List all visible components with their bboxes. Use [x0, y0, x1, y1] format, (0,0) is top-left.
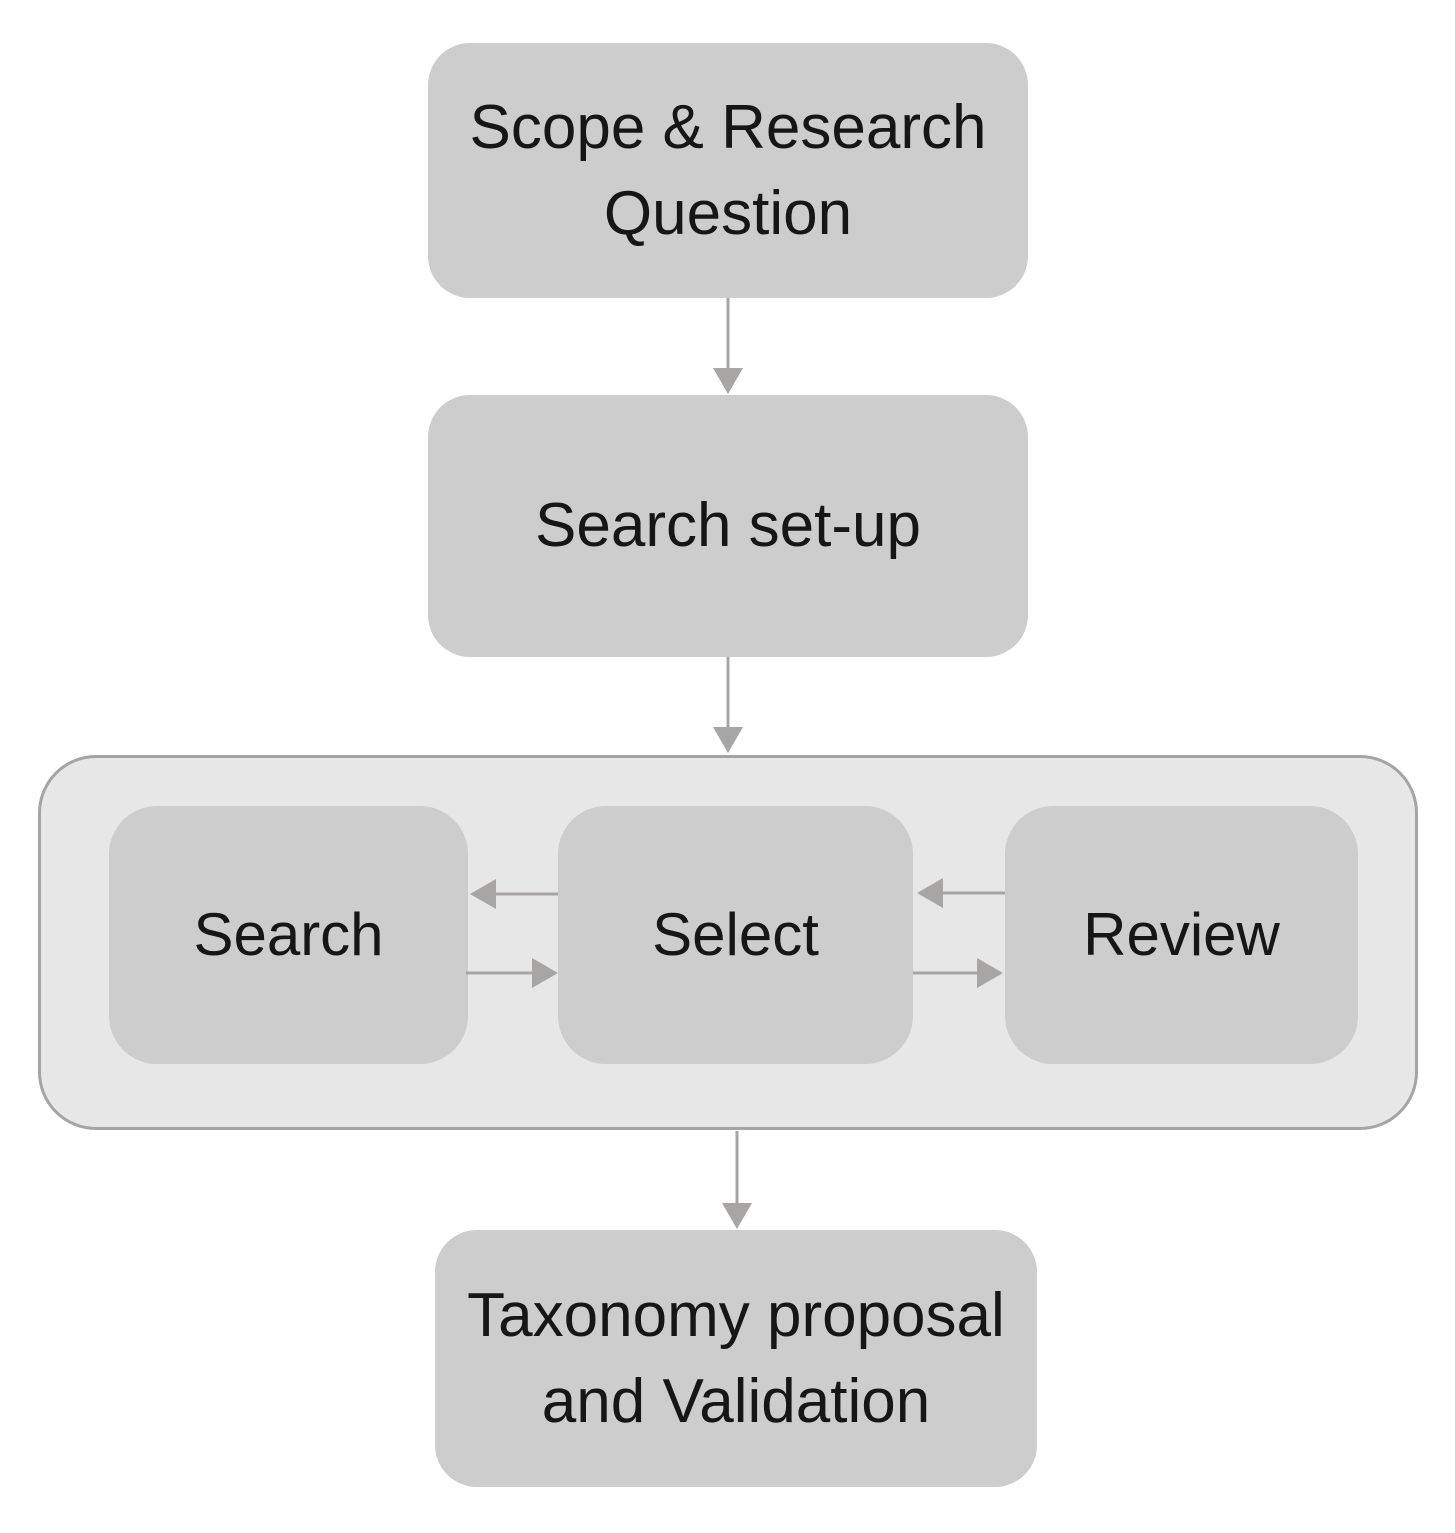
- node-select: Select: [558, 806, 913, 1064]
- node-label-line: Question: [603, 178, 853, 248]
- node-label-line: and Validation: [541, 1366, 931, 1436]
- node-label-line: Taxonomy proposal: [467, 1280, 1005, 1350]
- node-search-setup: Search set-up: [428, 395, 1028, 657]
- node-label: Review: [1083, 901, 1280, 968]
- node-label-line: Scope & Research: [469, 92, 987, 162]
- node-label: Select: [652, 901, 819, 968]
- node-taxonomy-proposal-validation: Taxonomy proposal and Validation: [435, 1230, 1037, 1487]
- node-label: Search: [193, 901, 384, 968]
- arrow-scope-to-search-setup: [713, 298, 743, 394]
- arrow-search-setup-to-subprocess: [713, 657, 743, 753]
- node-label: Search set-up: [535, 491, 921, 560]
- arrow-subprocess-to-taxonomy: [722, 1131, 752, 1229]
- node-review: Review: [1005, 806, 1358, 1064]
- node-search: Search: [109, 806, 468, 1064]
- node-scope-research-question: Scope & Research Question: [428, 43, 1028, 298]
